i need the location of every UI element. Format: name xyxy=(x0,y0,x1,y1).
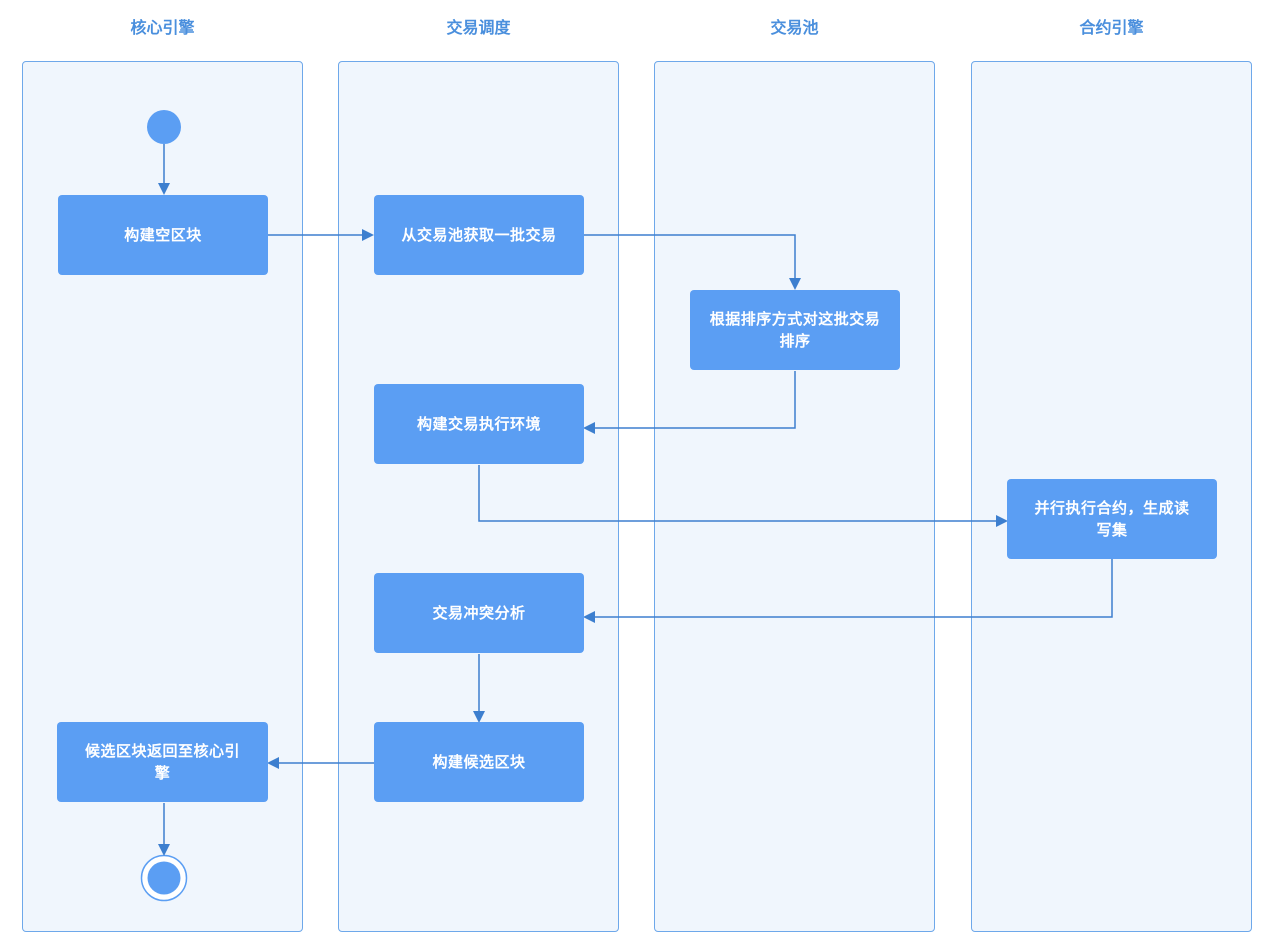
node-label: 构建交易执行环境 xyxy=(416,415,541,433)
node-label: 构建空区块 xyxy=(124,226,202,244)
node-label: 并行执行合约，生成读写集 xyxy=(1034,499,1190,539)
node-return-candidate: 候选区块返回至核心引擎 xyxy=(57,722,268,802)
node-label: 从交易池获取一批交易 xyxy=(401,226,557,244)
lane-title-contract-engine: 合约引擎 xyxy=(1079,18,1144,37)
node-fetch-batch: 从交易池获取一批交易 xyxy=(374,195,584,275)
node-conflict-analysis: 交易冲突分析 xyxy=(374,573,584,653)
lane-title-tx-pool: 交易池 xyxy=(770,18,819,37)
lane-title-core-engine: 核心引擎 xyxy=(130,18,195,37)
node-build-candidate-block: 构建候选区块 xyxy=(374,722,584,802)
node-build-empty-block: 构建空区块 xyxy=(58,195,268,275)
node-build-exec-env: 构建交易执行环境 xyxy=(374,384,584,464)
lane-title-tx-scheduler: 交易调度 xyxy=(446,18,511,37)
node-parallel-exec: 并行执行合约，生成读写集 xyxy=(1007,479,1217,559)
node-label: 根据排序方式对这批交易排序 xyxy=(709,310,881,350)
node-sort-batch: 根据排序方式对这批交易排序 xyxy=(690,290,900,370)
lane-tx-pool xyxy=(654,61,935,932)
node-label: 交易冲突分析 xyxy=(432,604,526,622)
node-label: 候选区块返回至核心引擎 xyxy=(84,742,240,782)
node-label: 构建候选区块 xyxy=(432,753,526,771)
